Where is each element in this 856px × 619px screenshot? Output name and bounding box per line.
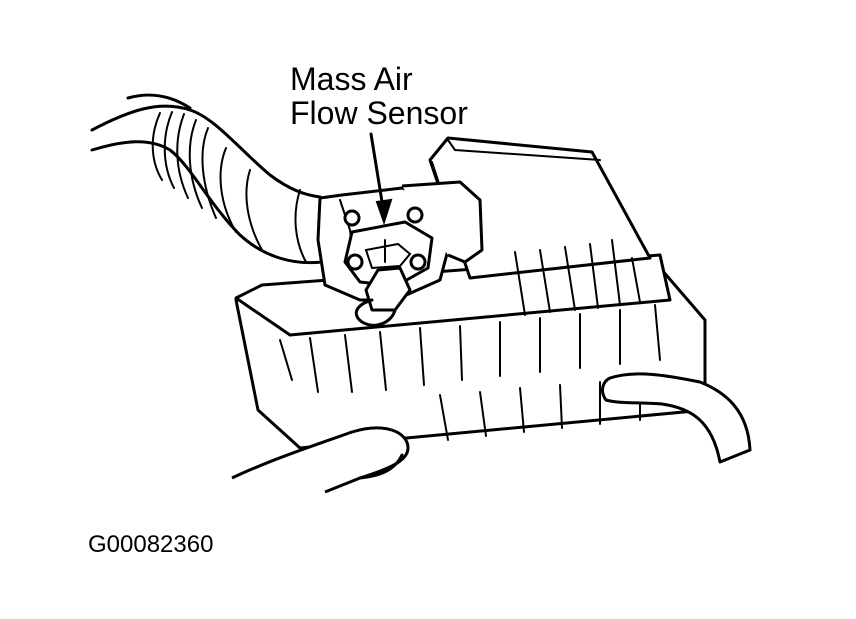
- callout-arrow: [369, 132, 393, 226]
- bolt: [343, 209, 361, 227]
- callout-line-2: Flow Sensor: [290, 95, 468, 131]
- mass-air-flow-sensor-label: Mass Air Flow Sensor: [290, 62, 468, 130]
- bolt: [346, 253, 364, 271]
- bolt: [409, 253, 427, 271]
- intake-hose: [90, 93, 324, 265]
- mass-air-flow-sensor: [316, 180, 484, 327]
- air-cleaner-housing: [234, 136, 707, 450]
- technician-hands: [231, 372, 752, 494]
- callout-line-1: Mass Air: [290, 61, 413, 97]
- bolt: [406, 206, 424, 224]
- figure-id: G00082360: [88, 531, 214, 558]
